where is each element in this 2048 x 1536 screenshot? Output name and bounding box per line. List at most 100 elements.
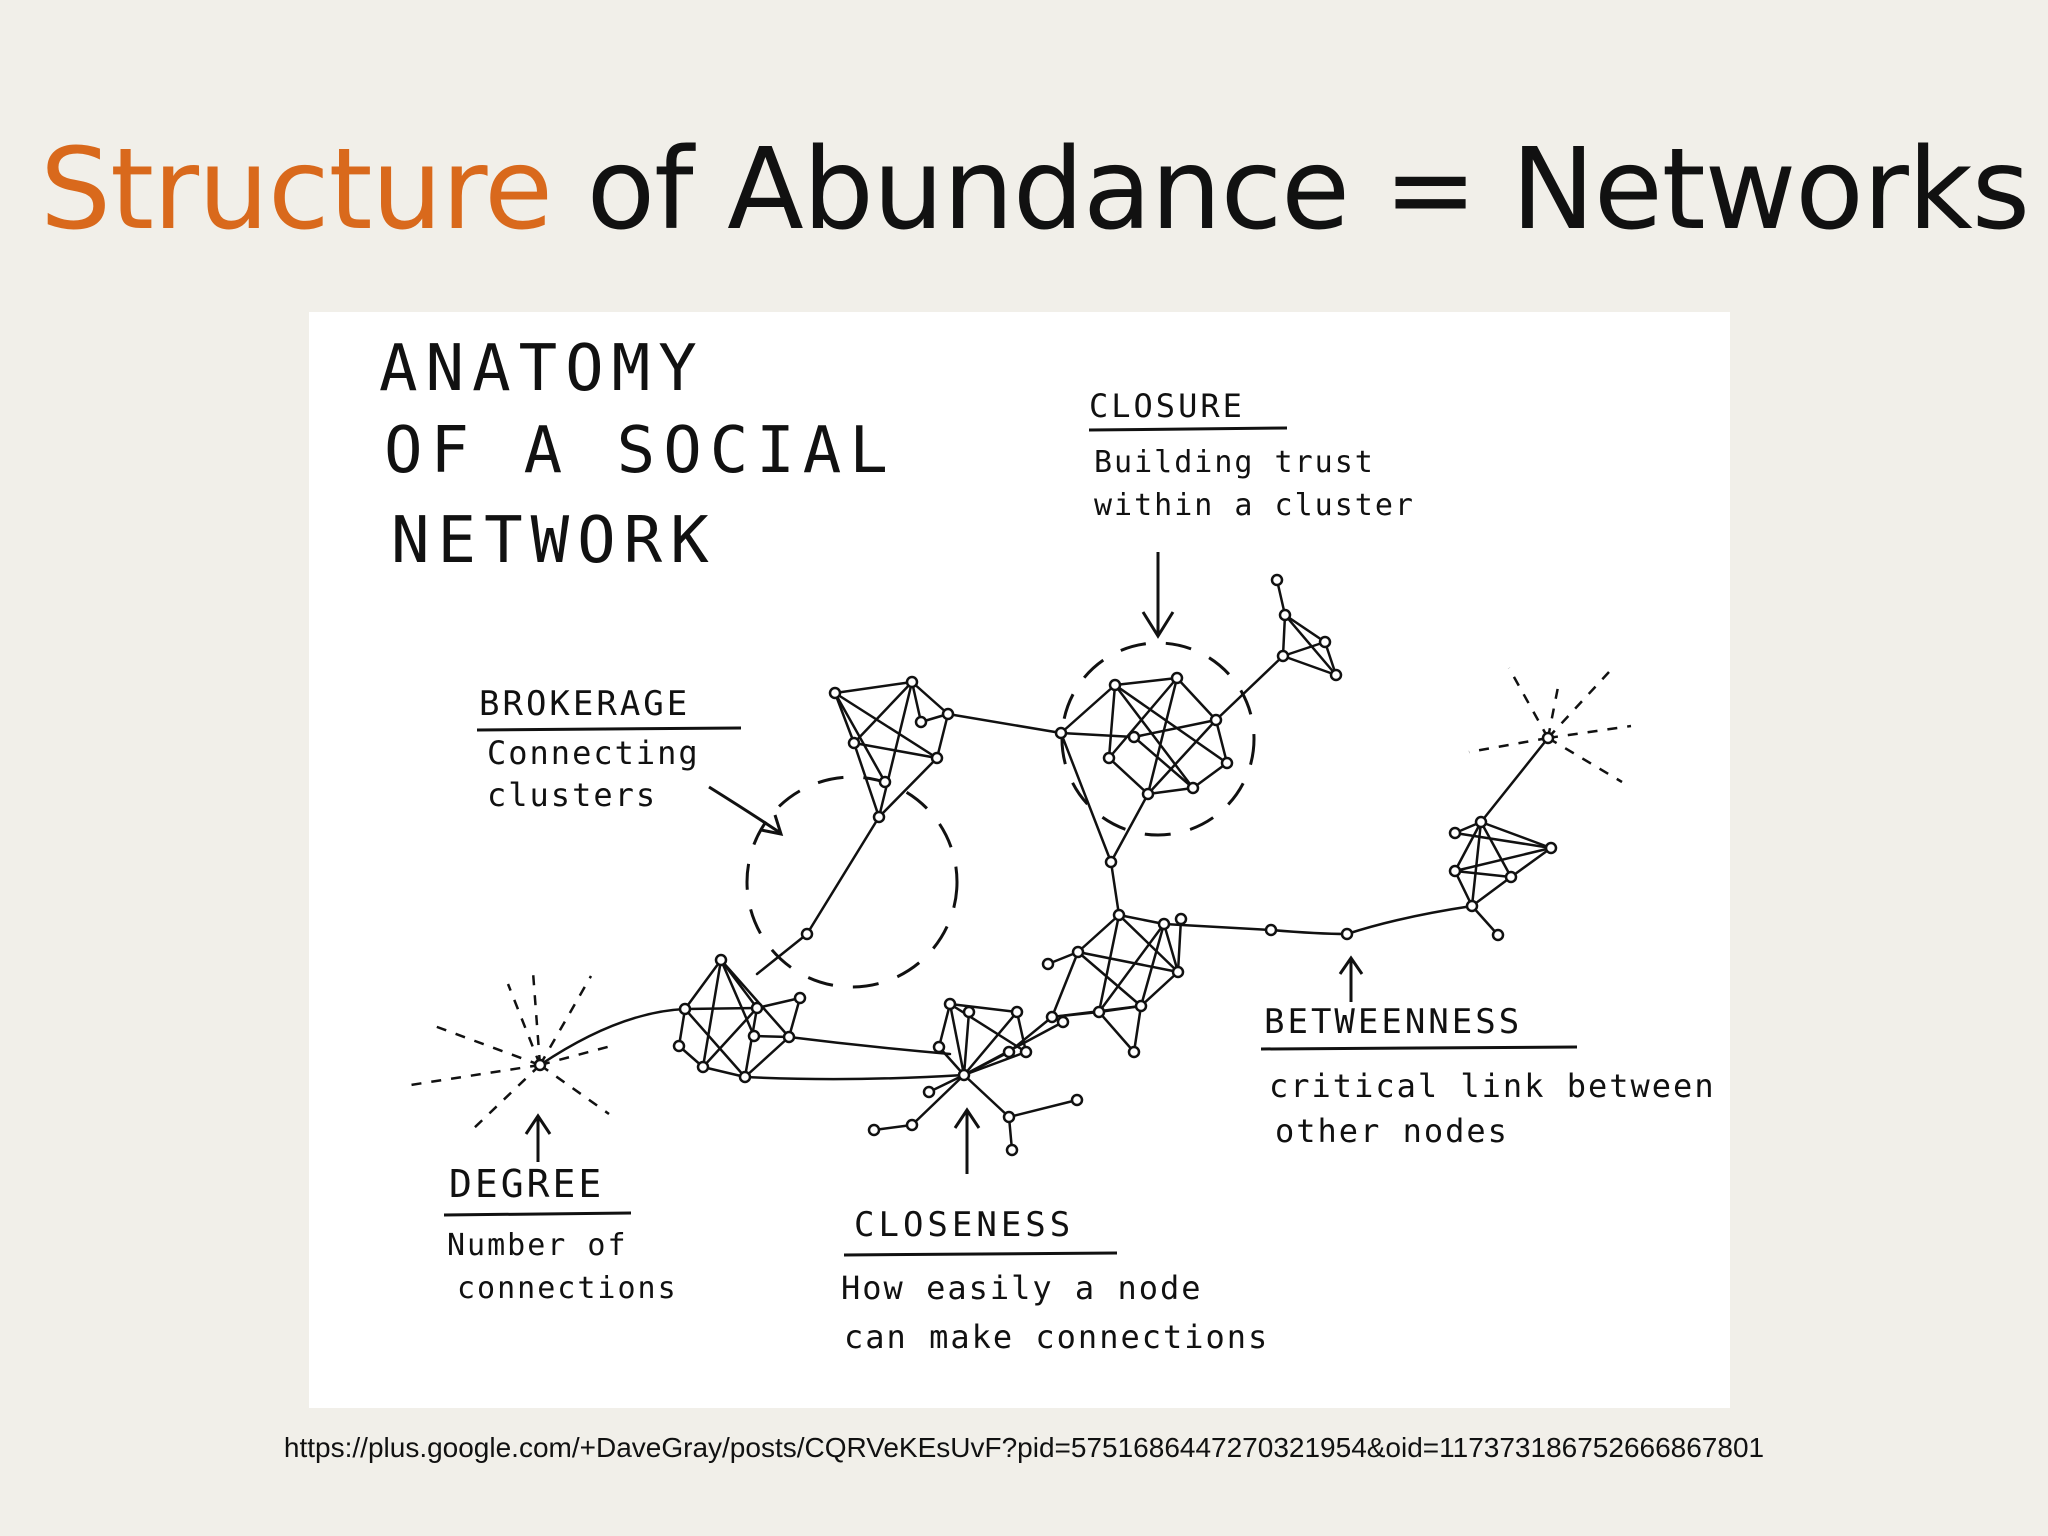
- network-node: [1127, 730, 1141, 744]
- betweenness-term: BETWEENNESS: [1264, 1002, 1522, 1042]
- network-node: [828, 686, 842, 700]
- network-node: [1112, 908, 1126, 922]
- betweenness-node: [1340, 927, 1354, 941]
- network-node: [905, 675, 919, 689]
- network-node: [800, 927, 814, 941]
- network-node: [1019, 1045, 1033, 1059]
- heading-line-2: OF A SOCIAL: [384, 414, 896, 488]
- brokerage-label: BROKERAGE Connecting clusters: [476, 684, 742, 814]
- network-node: [1054, 726, 1068, 740]
- network-node: [1104, 855, 1118, 869]
- dashed-circles: [745, 641, 1256, 989]
- network-node: [738, 1070, 752, 1084]
- network-node: [1544, 841, 1558, 855]
- network-node: [905, 1118, 919, 1132]
- network-node: [867, 1123, 881, 1137]
- betweenness-desc-1: critical link between: [1269, 1067, 1716, 1105]
- closure-term: CLOSURE: [1089, 387, 1245, 425]
- network-node: [1010, 1005, 1024, 1019]
- brokerage-dashed-circle: [745, 775, 959, 989]
- closeness-arrow: [953, 1107, 981, 1174]
- network-node: [1102, 751, 1116, 765]
- closeness-label: CLOSENESS How easily a node can make con…: [841, 1205, 1269, 1356]
- brokerage-term: BROKERAGE: [479, 684, 690, 724]
- closure-desc-2: within a cluster: [1094, 488, 1415, 523]
- network-node: [1220, 756, 1234, 770]
- network-node: [1157, 917, 1171, 931]
- slide-title: Structure of Abundance = Networks: [40, 120, 2030, 260]
- network-node: [1170, 671, 1184, 685]
- network-node: [1270, 573, 1284, 587]
- network-edges: [538, 578, 1553, 1152]
- closeness-term: CLOSENESS: [854, 1205, 1074, 1245]
- network-node: [1278, 608, 1292, 622]
- pointer-arrows: [524, 552, 1364, 1174]
- network-node: [1504, 870, 1518, 884]
- network-node: [750, 1001, 764, 1015]
- network-node: [696, 1060, 710, 1074]
- network-node: [1070, 1093, 1084, 1107]
- outer-star: [1468, 667, 1632, 784]
- network-node: [782, 1030, 796, 1044]
- network-node: [1318, 635, 1332, 649]
- network-node: [1127, 1045, 1141, 1059]
- network-node: [1002, 1045, 1016, 1059]
- network-node: [878, 775, 892, 789]
- social-network-illustration: ANATOMY OF A SOCIAL NETWORK CLOSURE Buil…: [309, 312, 1730, 1408]
- network-node: [1264, 923, 1278, 937]
- network-node: [1448, 864, 1462, 878]
- diagram-heading: ANATOMY OF A SOCIAL NETWORK: [379, 332, 896, 578]
- degree-term: DEGREE: [449, 1162, 604, 1206]
- degree-node: [533, 1058, 547, 1072]
- degree-desc-1: Number of: [447, 1228, 628, 1263]
- network-node: [1171, 965, 1185, 979]
- network-node: [962, 1005, 976, 1019]
- heading-line-3: NETWORK: [391, 504, 717, 578]
- closeness-node: [957, 1068, 971, 1082]
- network-node: [1045, 1010, 1059, 1024]
- network-node: [1209, 713, 1223, 727]
- closure-label: CLOSURE Building trust within a cluster: [1088, 387, 1415, 523]
- degree-desc-2: connections: [457, 1271, 678, 1306]
- betweenness-label: BETWEENNESS critical link between other …: [1260, 1002, 1716, 1150]
- network-node: [1071, 945, 1085, 959]
- network-node: [1134, 999, 1148, 1013]
- betweenness-desc-2: other nodes: [1275, 1112, 1509, 1150]
- network-node: [678, 1002, 692, 1016]
- closure-dashed-circle: [1060, 641, 1256, 837]
- network-node: [1276, 649, 1290, 663]
- network-node: [932, 1040, 946, 1054]
- closure-desc-1: Building trust: [1094, 445, 1375, 480]
- closeness-desc-1: How easily a node: [841, 1269, 1203, 1307]
- degree-arrow: [524, 1113, 552, 1162]
- network-node: [941, 707, 955, 721]
- network-node: [793, 991, 807, 1005]
- network-nodes: [533, 573, 1558, 1157]
- closeness-desc-2: can make connections: [844, 1318, 1269, 1356]
- network-node: [1005, 1143, 1019, 1157]
- network-node: [1474, 815, 1488, 829]
- network-node: [930, 751, 944, 765]
- source-url: https://plus.google.com/+DaveGray/posts/…: [283, 1432, 1765, 1463]
- network-node: [1329, 668, 1343, 682]
- degree-label: DEGREE Number of connections: [443, 1162, 678, 1306]
- network-node: [672, 1039, 686, 1053]
- network-node: [847, 736, 861, 750]
- title-accent-word: Structure: [40, 125, 553, 255]
- degree-star: [403, 971, 612, 1131]
- network-node: [1174, 912, 1188, 926]
- network-node: [872, 810, 886, 824]
- brokerage-desc-1: Connecting: [487, 734, 700, 772]
- outer-star-node: [1541, 731, 1555, 745]
- betweenness-arrow: [1338, 955, 1364, 1002]
- network-node: [1108, 678, 1122, 692]
- brokerage-desc-2: clusters: [487, 776, 657, 814]
- network-node: [1141, 787, 1155, 801]
- closure-arrow: [1141, 552, 1175, 639]
- network-node: [1056, 1015, 1070, 1029]
- network-node: [914, 715, 928, 729]
- title-rest: of Abundance = Networks: [552, 125, 2030, 255]
- network-node: [943, 997, 957, 1011]
- network-node: [1002, 1110, 1016, 1124]
- network-node: [1491, 928, 1505, 942]
